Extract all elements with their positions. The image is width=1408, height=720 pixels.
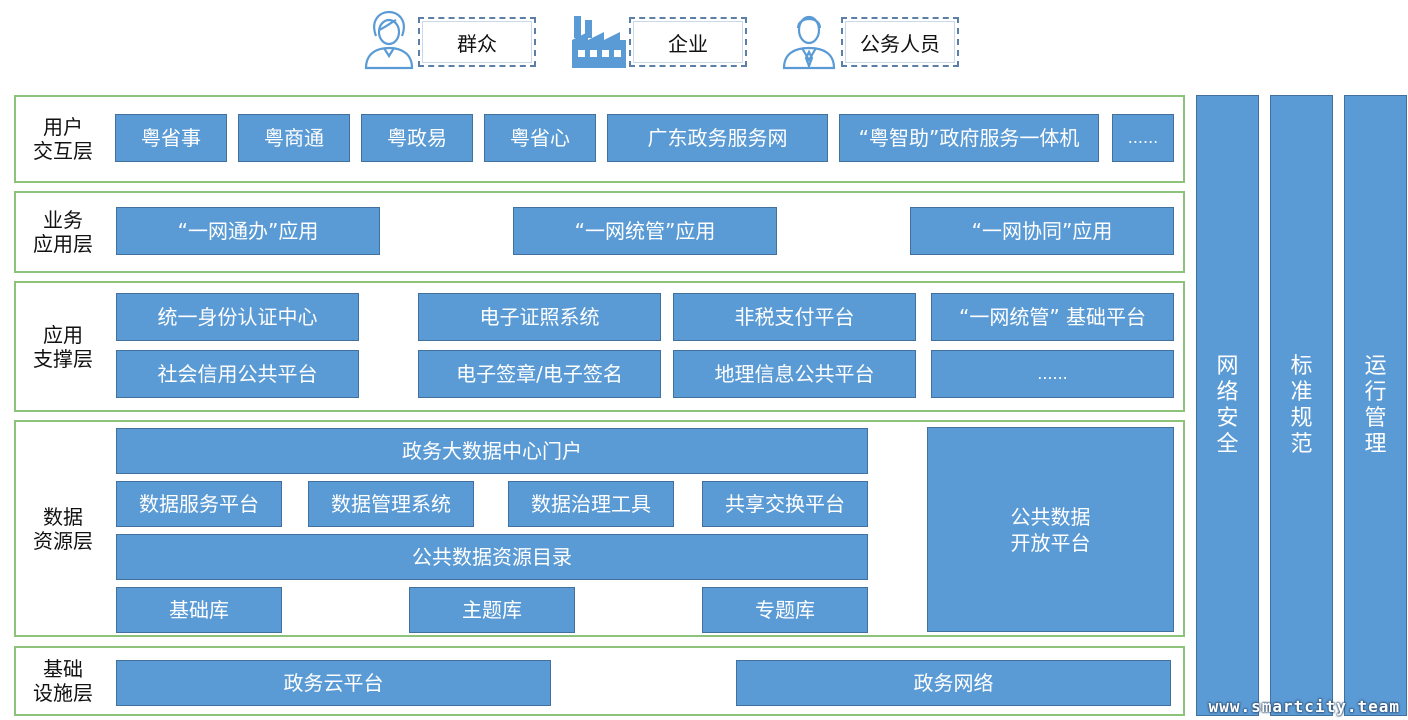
shared-exchange-platform[interactable]: 共享交换平台 bbox=[702, 481, 868, 527]
gov-bigdata-portal[interactable]: 政务大数据中心门户 bbox=[116, 428, 868, 474]
e-seal-signature[interactable]: 电子签章/电子签名 bbox=[418, 350, 661, 398]
infrastructure-layer-label: 基础 设施层 bbox=[33, 657, 93, 705]
businessman-icon bbox=[782, 15, 836, 70]
actor-enterprise-label: 企业 bbox=[629, 17, 747, 67]
app-yuezhengyi[interactable]: 粤政易 bbox=[361, 114, 473, 162]
watermark: www.smartcity.team bbox=[1208, 697, 1400, 716]
one-network-governance-app[interactable]: “一网统管”应用 bbox=[513, 207, 777, 255]
app-yueshengxin[interactable]: 粤省心 bbox=[484, 114, 596, 162]
topic-library[interactable]: 专题库 bbox=[702, 587, 868, 633]
e-license-system[interactable]: 电子证照系统 bbox=[418, 293, 661, 341]
unified-identity-center[interactable]: 统一身份认证中心 bbox=[116, 293, 359, 341]
actor-public-label: 群众 bbox=[418, 17, 536, 67]
yuezhizhu-kiosk[interactable]: “粤智助”政府服务一体机 bbox=[839, 114, 1099, 162]
base-library[interactable]: 基础库 bbox=[116, 587, 282, 633]
operations-management-column[interactable]: 运 行 管 理 bbox=[1344, 95, 1407, 716]
support-layer-more: ...... bbox=[931, 350, 1174, 398]
social-credit-platform[interactable]: 社会信用公共平台 bbox=[116, 350, 359, 398]
person-female-icon bbox=[364, 10, 414, 70]
data-service-platform[interactable]: 数据服务平台 bbox=[116, 481, 282, 527]
standards-column[interactable]: 标 准 规 范 bbox=[1270, 95, 1333, 716]
one-network-service-app[interactable]: “一网通办”应用 bbox=[116, 207, 380, 255]
public-data-open-platform[interactable]: 公共数据 开放平台 bbox=[927, 427, 1174, 632]
one-network-collaboration-app[interactable]: “一网协同”应用 bbox=[910, 207, 1174, 255]
geo-info-platform[interactable]: 地理信息公共平台 bbox=[673, 350, 916, 398]
network-security-column[interactable]: 网 络 安 全 bbox=[1196, 95, 1259, 716]
data-management-system[interactable]: 数据管理系统 bbox=[308, 481, 474, 527]
governance-base-platform[interactable]: “一网统管” 基础平台 bbox=[931, 293, 1174, 341]
app-yueshengshi[interactable]: 粤省事 bbox=[115, 114, 227, 162]
app-yueshangtong[interactable]: 粤商通 bbox=[238, 114, 350, 162]
user-interaction-layer-label: 用户 交互层 bbox=[33, 115, 93, 163]
non-tax-payment-platform[interactable]: 非税支付平台 bbox=[673, 293, 916, 341]
gov-cloud-platform[interactable]: 政务云平台 bbox=[116, 660, 551, 706]
data-resource-layer-label: 数据 资源层 bbox=[33, 504, 93, 553]
actor-civil-servant-label: 公务人员 bbox=[841, 17, 959, 67]
gov-network[interactable]: 政务网络 bbox=[736, 660, 1171, 706]
public-data-catalog[interactable]: 公共数据资源目录 bbox=[116, 534, 868, 580]
factory-icon bbox=[572, 16, 626, 68]
data-governance-tools[interactable]: 数据治理工具 bbox=[508, 481, 674, 527]
guangdong-gov-service-portal[interactable]: 广东政务服务网 bbox=[607, 114, 828, 162]
user-layer-more: ...... bbox=[1112, 114, 1174, 162]
application-support-layer-label: 应用 支撑层 bbox=[33, 322, 93, 371]
business-application-layer-label: 业务 应用层 bbox=[33, 208, 93, 256]
theme-library[interactable]: 主题库 bbox=[409, 587, 575, 633]
